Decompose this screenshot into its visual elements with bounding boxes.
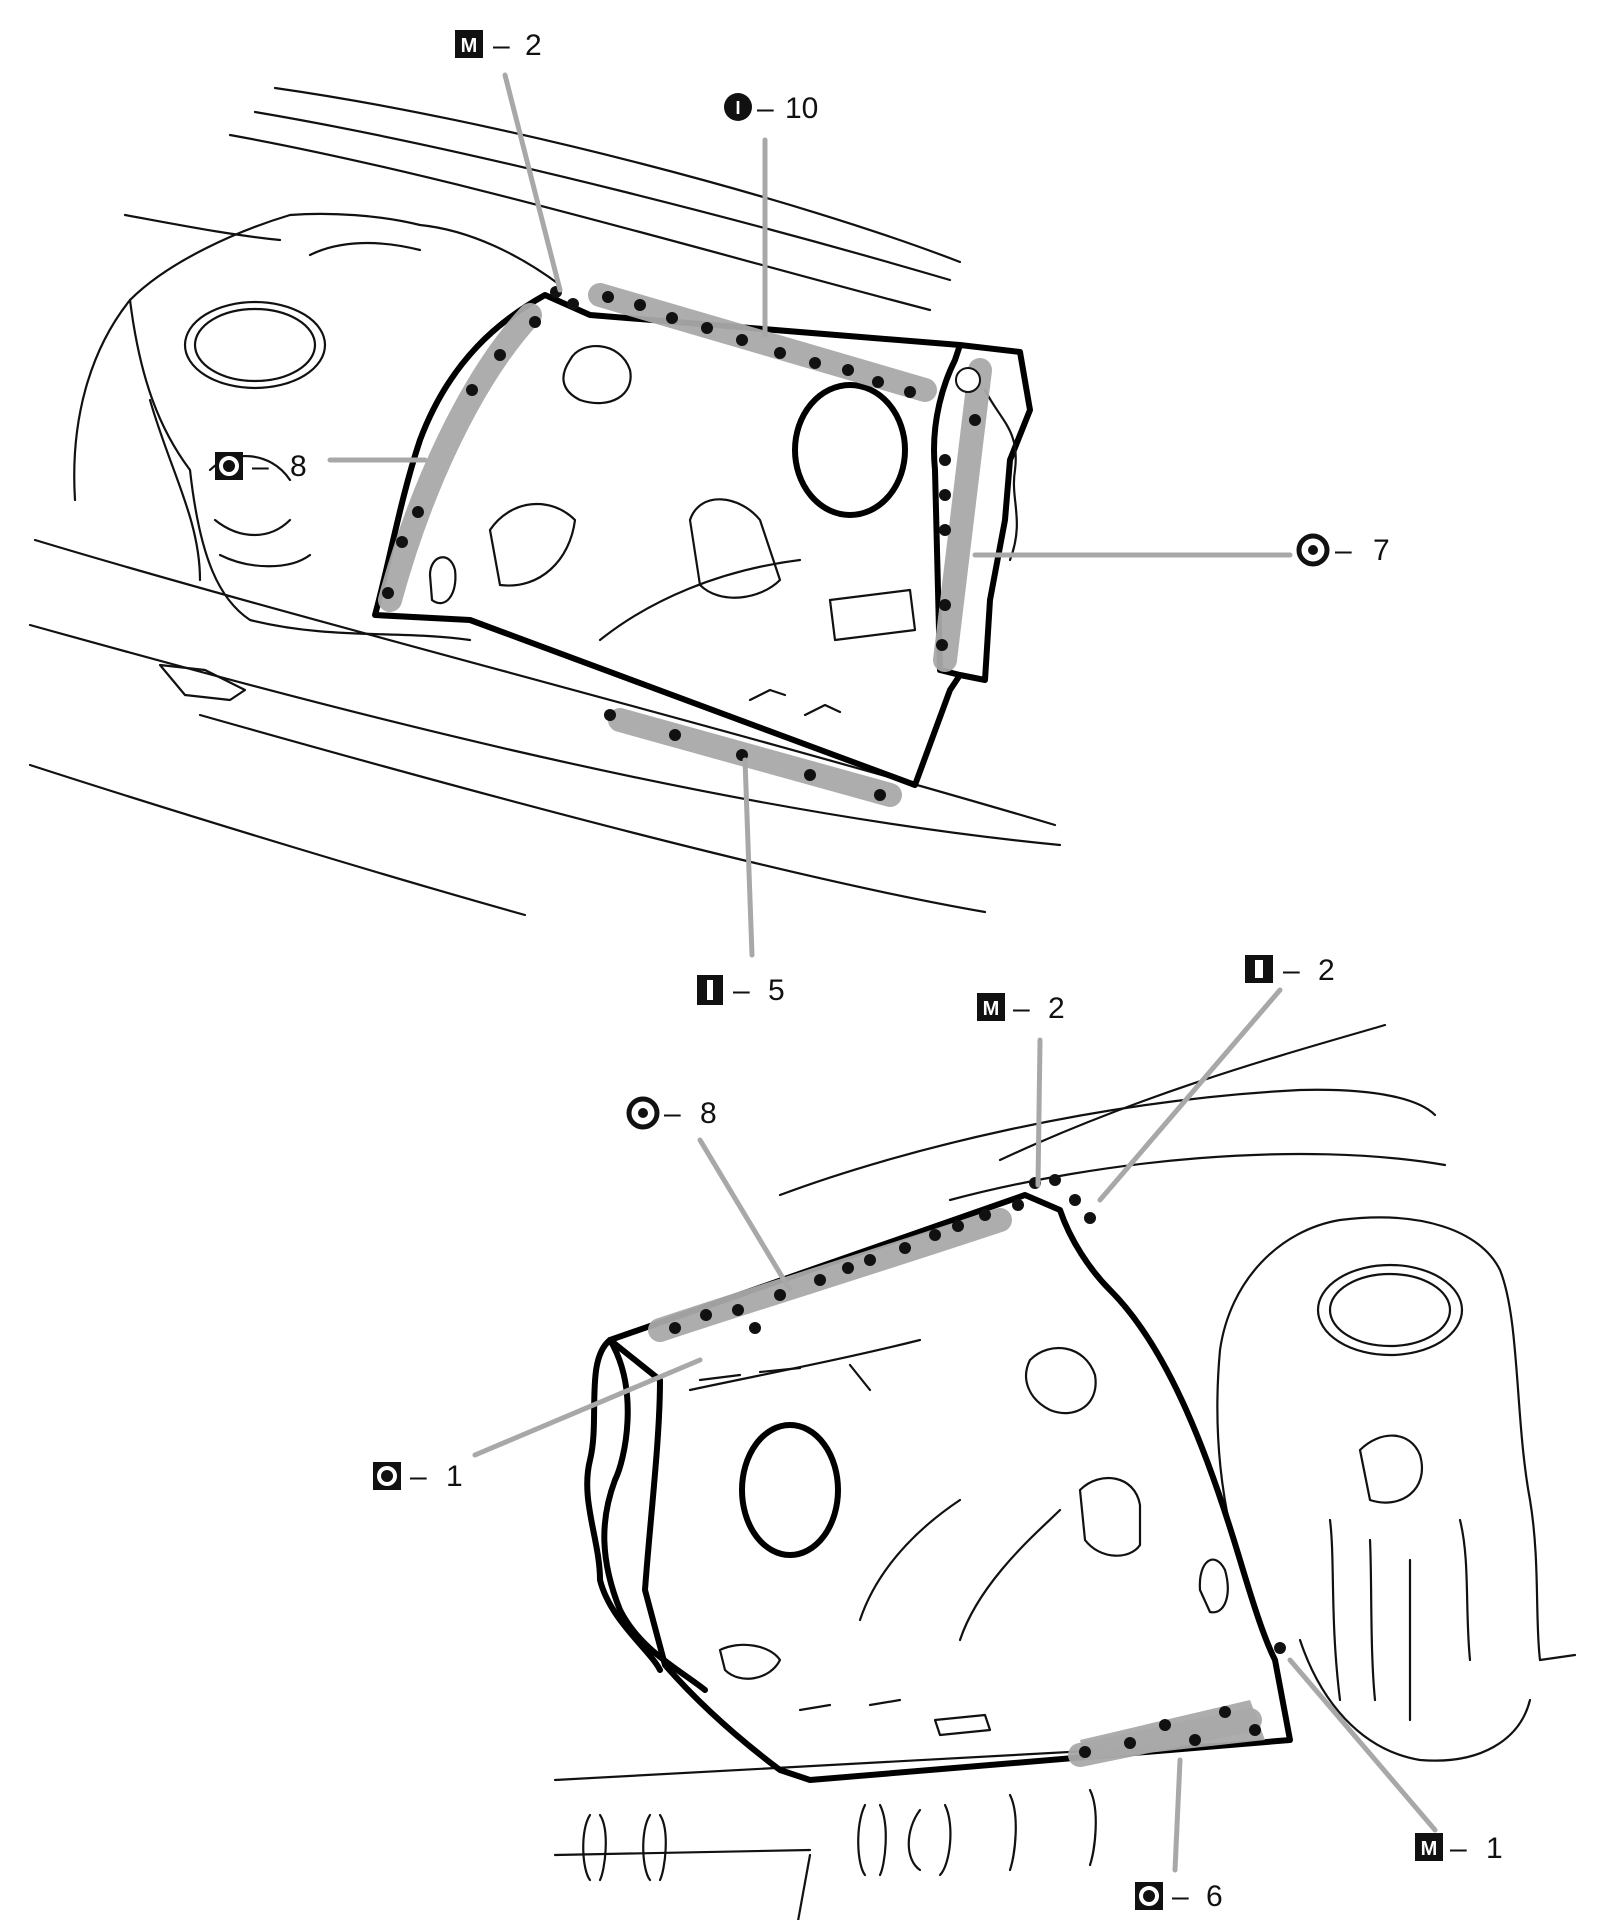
callout-number: 6 <box>1206 1880 1223 1913</box>
callout-dash: – <box>1283 954 1300 987</box>
callout-dash: – <box>1013 992 1030 1025</box>
callout-dash: – <box>733 974 750 1007</box>
callout-symbol: M <box>461 35 478 57</box>
square-letter-m-icon <box>1415 1833 1443 1861</box>
callout-dash: – <box>1335 534 1352 567</box>
callout-bottom-i2: – 2 <box>1245 954 1335 987</box>
callout-number: 10 <box>785 92 818 125</box>
callout-symbol: M <box>983 998 1000 1020</box>
callout-number: 1 <box>1486 1832 1503 1865</box>
callout-dash: – <box>664 1097 681 1130</box>
circle-letter-i-icon <box>724 93 752 121</box>
callout-dash: – <box>1172 1880 1189 1913</box>
callout-number: 7 <box>1373 534 1390 567</box>
callout-dash: – <box>410 1460 427 1493</box>
callout-top-i5: – 5 <box>697 974 785 1007</box>
callout-top-m2: M – 2 <box>455 29 542 62</box>
callout-dash: – <box>493 29 510 62</box>
callout-top-o7: – 7 <box>1296 533 1390 567</box>
callout-symbol: M <box>1421 1838 1438 1860</box>
callout-bottom-o1: – 1 <box>373 1460 463 1493</box>
callout-dash: – <box>757 92 774 125</box>
callout-number: 5 <box>768 974 785 1007</box>
weld-spots-bottom <box>669 1174 1286 1758</box>
callout-symbol: I <box>735 98 740 118</box>
callout-number: 1 <box>446 1460 463 1493</box>
callout-number: 8 <box>700 1097 717 1130</box>
callout-bottom-m1: M – 1 <box>1415 1832 1503 1865</box>
top-assembly <box>28 72 1293 958</box>
callout-bottom-o6: – 6 <box>1135 1880 1223 1913</box>
callout-bottom-o8: – 8 <box>626 1096 717 1130</box>
weld-spots-top <box>382 286 981 801</box>
callout-number: 8 <box>290 450 307 483</box>
callout-top-i10: I – 10 <box>724 92 818 125</box>
square-letter-m-icon <box>977 993 1005 1021</box>
callout-number: 2 <box>1318 954 1335 987</box>
square-letter-m-icon <box>455 30 483 58</box>
callout-dash: – <box>252 450 269 483</box>
bottom-assembly <box>472 987 1577 1920</box>
callout-dash: – <box>1450 1832 1467 1865</box>
callout-bottom-m2: M – 2 <box>977 992 1065 1025</box>
weld-band-right-flange <box>933 358 992 672</box>
weld-band-left-edge <box>378 303 542 612</box>
callout-number: 2 <box>525 29 542 62</box>
callout-top-o8: – 8 <box>215 450 307 483</box>
callout-number: 2 <box>1048 992 1065 1025</box>
weld-band-top-edge <box>588 283 937 402</box>
weld-band-bottom-edge <box>608 708 902 807</box>
